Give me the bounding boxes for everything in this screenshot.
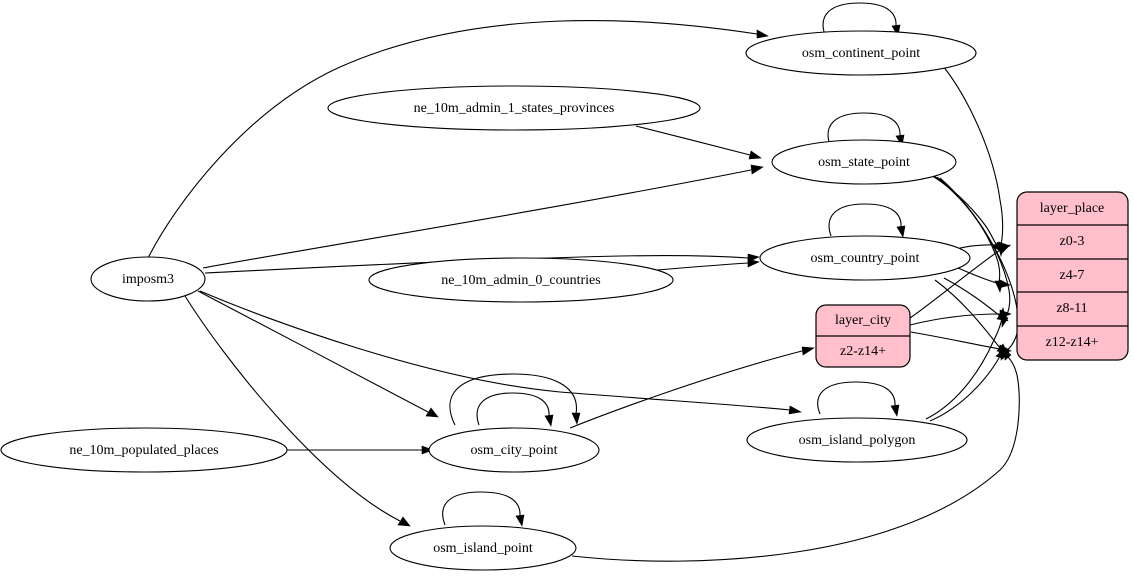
- edge-imposm3-to-osm-continent-point: [147, 19, 769, 259]
- node-osm-island-point[interactable]: osm_island_point: [389, 525, 577, 571]
- node-osm-island-polygon[interactable]: osm_island_polygon: [746, 417, 968, 463]
- edge-imposm3-to-osm-city-point: [197, 290, 439, 418]
- edge-ne-countries-to-osm-country-point: [645, 258, 760, 272]
- node-osm-state-point[interactable]: osm_state_point: [771, 139, 957, 185]
- node-osm-continent-point[interactable]: osm_continent_point: [745, 30, 977, 76]
- edge-osm-state-point-to-layer-place-z0-3: [930, 174, 1004, 253]
- edge-osm-city-point-to-layer-city: [569, 346, 815, 429]
- edge-osm-island-point-to-layer-place-z12: [571, 347, 1020, 562]
- edge-self-loop-osm-country-point: [828, 203, 906, 238]
- edge-layer-city-to-layer-place-z0-3: [909, 244, 1011, 319]
- node-osm-city-point[interactable]: osm_city_point: [428, 427, 600, 473]
- node-ne-10m-populated-places[interactable]: ne_10m_populated_places: [0, 427, 288, 473]
- node-imposm3[interactable]: imposm3: [90, 256, 206, 302]
- edge-self-loop-osm-city-point-outer: [449, 373, 581, 426]
- edge-self-loop-osm-island-point: [442, 491, 525, 527]
- edge-layer: [147, 2, 1020, 562]
- edge-osm-country-point-to-layer-place-z4-7: [957, 267, 1011, 289]
- edge-ne-populated-to-osm-city-point: [287, 445, 434, 455]
- edge-self-loop-osm-city-point: [476, 392, 554, 427]
- node-osm-country-point[interactable]: osm_country_point: [759, 235, 971, 281]
- edge-imposm3-to-osm-island-polygon: [199, 290, 802, 415]
- node-layer: imposm3 ne_10m_admin_1_states_provinces …: [0, 30, 977, 571]
- edge-imposm3-to-osm-island-point: [184, 295, 411, 527]
- record-layer-city[interactable]: layer_city z2-z14+: [815, 304, 911, 368]
- node-ne-10m-admin-0-countries[interactable]: ne_10m_admin_0_countries: [368, 257, 674, 303]
- edge-imposm3-to-osm-state-point: [202, 164, 764, 269]
- edge-osm-island-polygon-to-layer-place-z8-11: [925, 307, 1007, 420]
- edge-osm-state-point-to-layer-place-z4-7: [933, 175, 1004, 293]
- edge-self-loop-osm-island-polygon: [817, 381, 900, 417]
- node-ne-10m-admin-1-states-provinces[interactable]: ne_10m_admin_1_states_provinces: [327, 85, 701, 131]
- record-layer-place[interactable]: layer_place z0-3 z4-7 z8-11 z12-z14+: [1016, 191, 1129, 361]
- edge-ne-states-to-osm-state-point: [635, 125, 762, 160]
